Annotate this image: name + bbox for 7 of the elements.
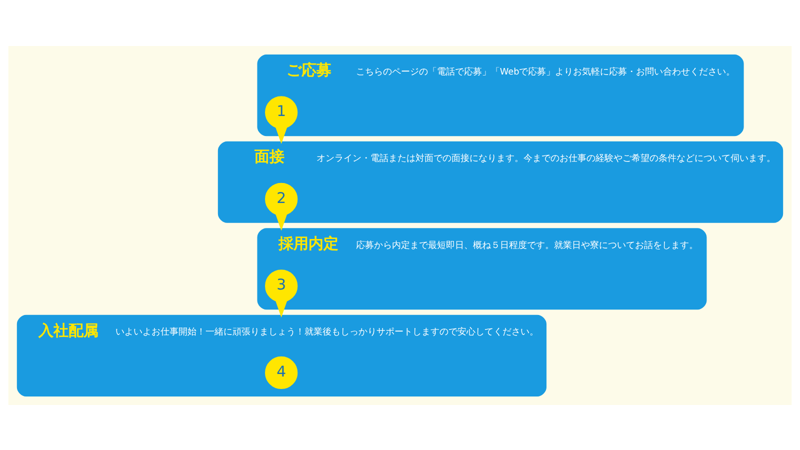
arrow [275,299,288,317]
node-circle: 1 [265,96,298,128]
arrow [275,212,288,230]
node-circle: 3 [265,269,298,302]
node-circle: 4 [265,356,298,389]
arrow [275,126,288,144]
node-circle: 2 [265,182,298,215]
